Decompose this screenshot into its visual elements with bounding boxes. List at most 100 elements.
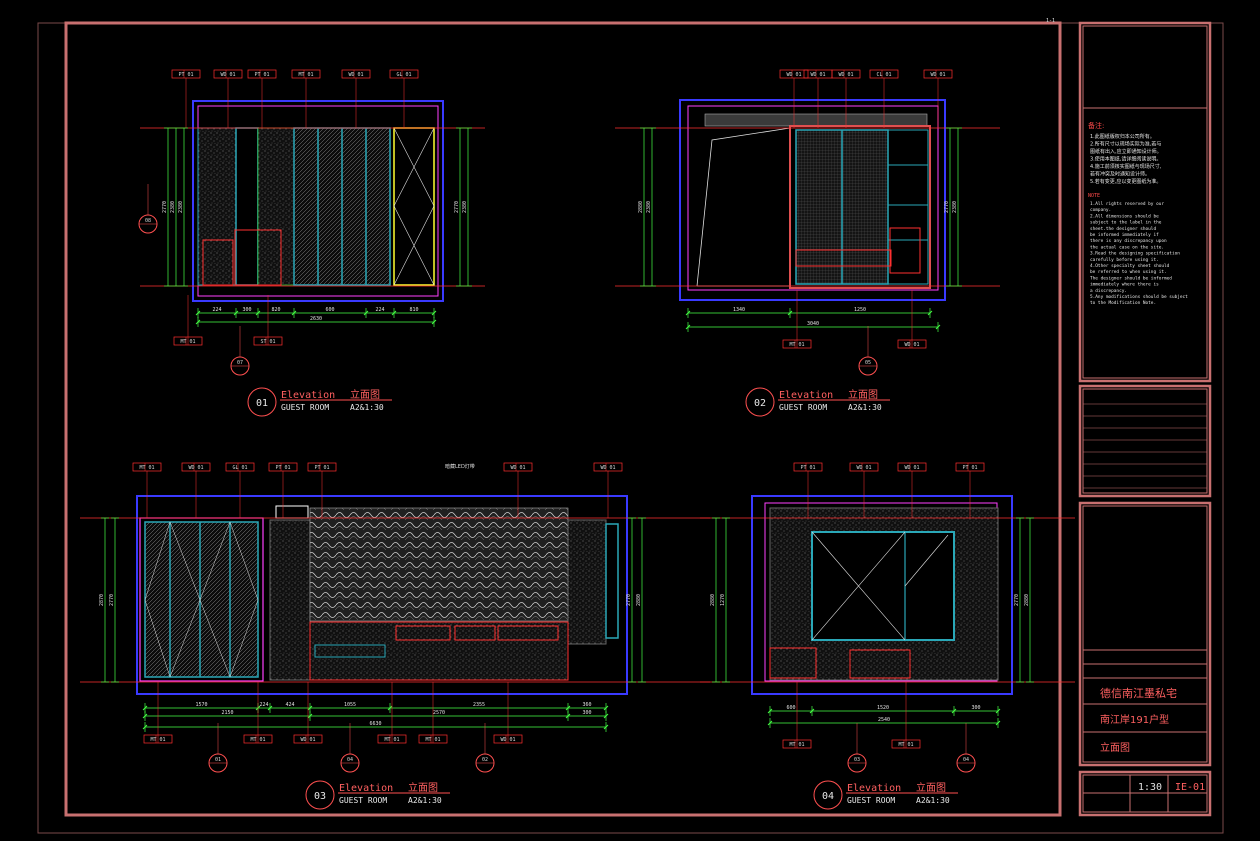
height-label: 2770	[162, 201, 168, 213]
dimension-label: 820	[271, 307, 280, 313]
svg-text:A2&1:30: A2&1:30	[408, 796, 442, 805]
note-line: to the Modification Note.	[1090, 300, 1156, 306]
elevation-01	[140, 100, 485, 302]
note-line: 图纸有出入,应立即通知设计师。	[1090, 148, 1162, 155]
dimension-label: 600	[325, 307, 334, 313]
callout-label: 03	[854, 757, 860, 763]
svg-text:立面图: 立面图	[350, 388, 380, 401]
callout-label: 05	[865, 360, 871, 366]
view-title-01: 01 Elevation 立面图 GUEST ROOM A2&1:30	[247, 387, 392, 417]
height-label: 2770	[626, 594, 632, 606]
note-line: there is any discrepancy upon	[1090, 238, 1167, 244]
info-panel	[1078, 384, 1212, 498]
note-line: 2.All dimensions should be	[1090, 213, 1159, 219]
material-tag: PT 01	[275, 465, 290, 471]
material-tag: WD 01	[600, 465, 615, 471]
callout-label: 04	[347, 757, 353, 763]
callout-label: 08	[145, 218, 151, 224]
view-number: 04	[822, 791, 834, 802]
dimension-label: 1570	[195, 702, 207, 708]
drawing-frame	[64, 21, 1062, 817]
elevation-02	[615, 99, 1000, 301]
note-line: The designer should be informed	[1090, 275, 1172, 281]
note-line: carefully before using it.	[1090, 257, 1159, 263]
note-line: 4.Other specialty sheet should	[1090, 263, 1170, 269]
sheet-number-block	[1078, 770, 1212, 817]
height-label: 2880	[638, 201, 644, 213]
material-tag: WD 01	[786, 72, 801, 78]
v3-dim-total: 6630	[142, 721, 609, 732]
material-tag: WD 01	[188, 465, 203, 471]
view-number: 02	[754, 398, 766, 409]
material-tag: PT 01	[178, 72, 193, 78]
note-line: 1.All rights reserved by our	[1090, 201, 1164, 207]
v2-callout: 05	[858, 326, 878, 376]
material-tag: PT 01	[800, 465, 815, 471]
material-tag: MT 01	[139, 465, 154, 471]
elevation-03	[80, 495, 710, 695]
note-line: a discrepancy.	[1090, 288, 1127, 294]
svg-text:Elevation: Elevation	[779, 390, 833, 401]
height-label: 2880	[1024, 594, 1030, 606]
material-tag: MT 01	[298, 72, 313, 78]
v4-heights-right: 2770 2880	[1014, 517, 1034, 683]
note-line: company.	[1090, 208, 1111, 213]
note-line: 3.使用本图纸,请详细阅读说明。	[1090, 156, 1161, 163]
height-label: 2770	[944, 201, 950, 213]
height-label: 1270	[720, 594, 726, 606]
dimension-label: 2630	[310, 316, 322, 322]
note-line: 3.Read the designing specification	[1090, 251, 1180, 257]
svg-text:GUEST ROOM: GUEST ROOM	[779, 403, 827, 412]
view-title-04: 04 Elevation 立面图 GUEST ROOM A2&1:30	[813, 780, 958, 810]
note-line: 5.若有变更,应以变更图纸为准。	[1090, 178, 1161, 185]
height-label: 2380	[462, 201, 468, 213]
view-number: 03	[314, 791, 326, 802]
notes-panel	[1078, 21, 1212, 383]
note-line: sheet.the designer should	[1090, 226, 1156, 232]
height-label: 2380	[952, 201, 958, 213]
view-title-03: 03 Elevation 立面图 GUEST ROOM A2&1:30	[305, 780, 450, 810]
material-tag: WD 01	[930, 72, 945, 78]
project-name: 德信南江墨私宅	[1100, 686, 1177, 700]
dimension-label: 3040	[807, 321, 819, 327]
note-line: 2.所有尺寸以现场实际为准,若与	[1090, 141, 1161, 148]
note-line: subject to the label in the	[1090, 220, 1162, 226]
notes-text: 备注: 1.此图纸版权归本公司所有。2.所有尺寸以现场实际为准,若与 图纸有出入…	[1088, 121, 1188, 306]
material-tag: GL 01	[396, 72, 411, 78]
height-label: 2380	[170, 201, 176, 213]
height-label: 2380	[178, 201, 184, 213]
dimension-label: 2150	[221, 710, 233, 716]
height-label: 2770	[1014, 594, 1020, 606]
height-label: 2380	[646, 201, 652, 213]
notes-en-title: NOTE	[1088, 193, 1100, 199]
note-line: immediately where there is	[1090, 282, 1159, 288]
svg-text:GUEST ROOM: GUEST ROOM	[339, 796, 387, 805]
v1-dim-total: 2630	[195, 316, 437, 327]
note-line: 5.Any modifications should be subject	[1090, 294, 1188, 300]
notes-cn-title: 备注:	[1088, 121, 1104, 130]
material-tag: WD 01	[220, 72, 235, 78]
svg-text:GUEST ROOM: GUEST ROOM	[281, 403, 329, 412]
elevation-04	[700, 495, 1075, 695]
note-line: be informed immediately if	[1090, 232, 1159, 238]
dimension-label: 1055	[344, 702, 356, 708]
material-tag: GL 01	[232, 465, 247, 471]
callout-label: 07	[237, 360, 243, 366]
material-tag: CL 01	[876, 72, 891, 78]
svg-text:A2&1:30: A2&1:30	[350, 403, 384, 412]
notes-en-lines: 1.All rights reserved by our company.2.A…	[1090, 201, 1188, 306]
